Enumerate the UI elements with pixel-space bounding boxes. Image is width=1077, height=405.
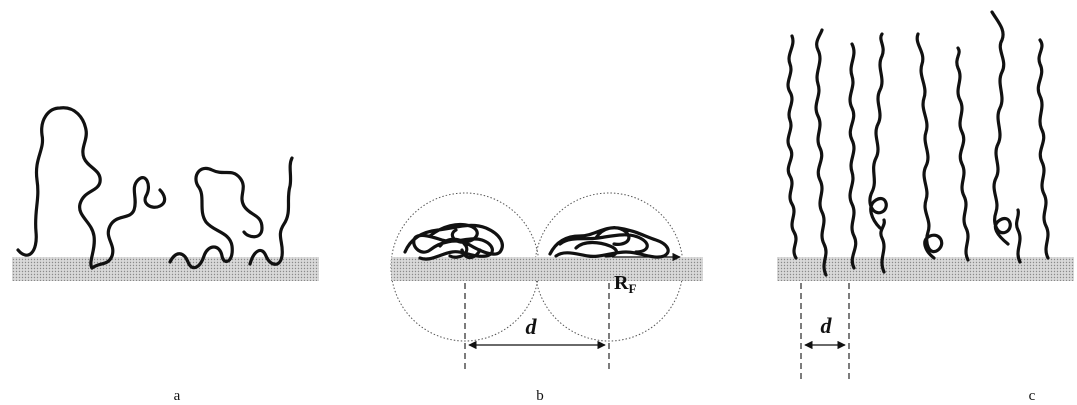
brush-chain-c3 bbox=[850, 44, 856, 268]
spacing-label-c: d bbox=[821, 313, 833, 338]
panel-b: RF d b bbox=[391, 193, 703, 404]
spacing-label-b: d bbox=[526, 314, 538, 339]
polymer-chain-a4 bbox=[250, 158, 292, 264]
brush-chain-c6 bbox=[917, 34, 942, 258]
brush-chain-c9 bbox=[1038, 40, 1048, 258]
brush-chain-c4 bbox=[870, 34, 886, 228]
substrate-c bbox=[777, 257, 1074, 281]
panel-a: a bbox=[12, 108, 319, 404]
collapsed-coil-right bbox=[550, 228, 668, 257]
panel-c: d c bbox=[777, 12, 1074, 404]
substrate-b bbox=[391, 257, 703, 281]
brush-chain-c2 bbox=[816, 30, 826, 275]
panel-c-label: c bbox=[1029, 388, 1036, 404]
collapsed-coil-left bbox=[405, 224, 502, 259]
brush-chain-c5 bbox=[881, 220, 884, 272]
brush-chain-c1 bbox=[788, 36, 796, 258]
polymer-chain-a2 bbox=[92, 178, 165, 268]
brush-chain-c8 bbox=[992, 12, 1010, 244]
substrate-a bbox=[12, 257, 319, 281]
panel-a-label: a bbox=[174, 388, 181, 404]
panel-b-label: b bbox=[536, 388, 544, 404]
polymer-chain-a3 bbox=[170, 168, 262, 267]
polymer-chain-a1 bbox=[18, 108, 100, 268]
brush-chain-c7 bbox=[957, 48, 968, 260]
brush-chain-c10 bbox=[1017, 210, 1020, 262]
